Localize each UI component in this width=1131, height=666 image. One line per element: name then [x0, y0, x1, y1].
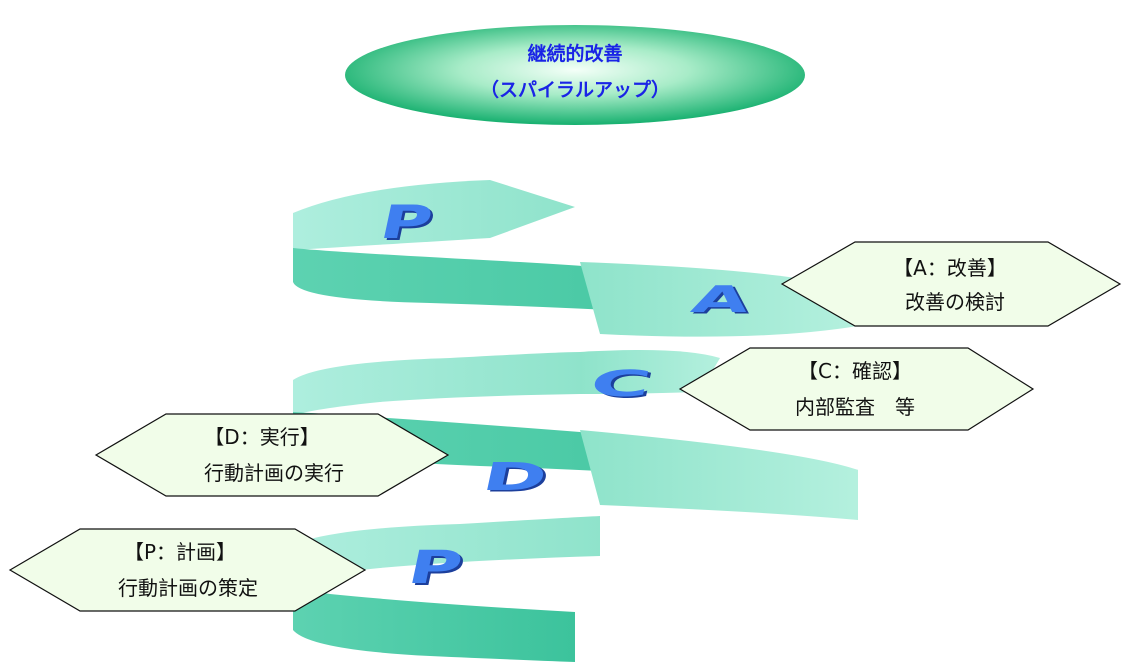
- svg-text:P: P: [375, 195, 437, 249]
- svg-text:D: D: [481, 456, 554, 501]
- spiral-curve-2-front: [580, 430, 858, 520]
- letter-d: D D: [478, 455, 554, 501]
- hex-do: 【D：実行】 行動計画の実行: [94, 413, 450, 497]
- spiral-band-2-right: [580, 350, 720, 394]
- spiral-band-3: [293, 516, 600, 582]
- spiral-band-top: [293, 180, 575, 250]
- spiral-curve-3-back: [293, 578, 575, 662]
- svg-text:P: P: [378, 197, 440, 251]
- spiral-ribbon: [293, 180, 858, 662]
- svg-text:C: C: [589, 364, 658, 406]
- spiral-letters: P P A A C C D D P P: [375, 195, 757, 597]
- svg-text:A: A: [691, 280, 757, 323]
- hex-act: 【A：改善】 改善の検討: [780, 241, 1122, 327]
- letter-c: C C: [586, 362, 658, 406]
- hex-check: 【C：確認】 内部監査 等: [678, 347, 1035, 431]
- spiral-band-2: [293, 352, 580, 415]
- letter-a: A A: [688, 278, 757, 323]
- hex-do-detail: 行動計画の実行: [204, 461, 344, 485]
- hex-check-heading: 【C：確認】: [798, 359, 912, 383]
- svg-text:C: C: [586, 362, 655, 404]
- hex-check-detail: 内部監査 等: [795, 395, 915, 419]
- title-line-1: 継続的改善: [527, 42, 622, 65]
- letter-p-bottom: P P: [403, 542, 470, 597]
- svg-text:P: P: [403, 542, 467, 595]
- title-line-2: （スパイラルアップ）: [480, 78, 670, 101]
- svg-text:A: A: [688, 278, 754, 321]
- hex-act-detail: 改善の検討: [905, 290, 1005, 314]
- letter-p-top: P P: [375, 195, 440, 251]
- hex-plan: 【P：計画】 行動計画の策定: [8, 528, 367, 612]
- svg-text:D: D: [478, 455, 551, 500]
- hex-do-heading: 【D：実行】: [204, 425, 319, 449]
- svg-text:P: P: [406, 544, 470, 597]
- hex-plan-heading: 【P：計画】: [124, 540, 236, 564]
- hex-act-heading: 【A：改善】: [893, 256, 1007, 280]
- title-ellipse: 継続的改善 （スパイラルアップ）: [345, 25, 805, 125]
- hex-plan-detail: 行動計画の策定: [118, 576, 258, 600]
